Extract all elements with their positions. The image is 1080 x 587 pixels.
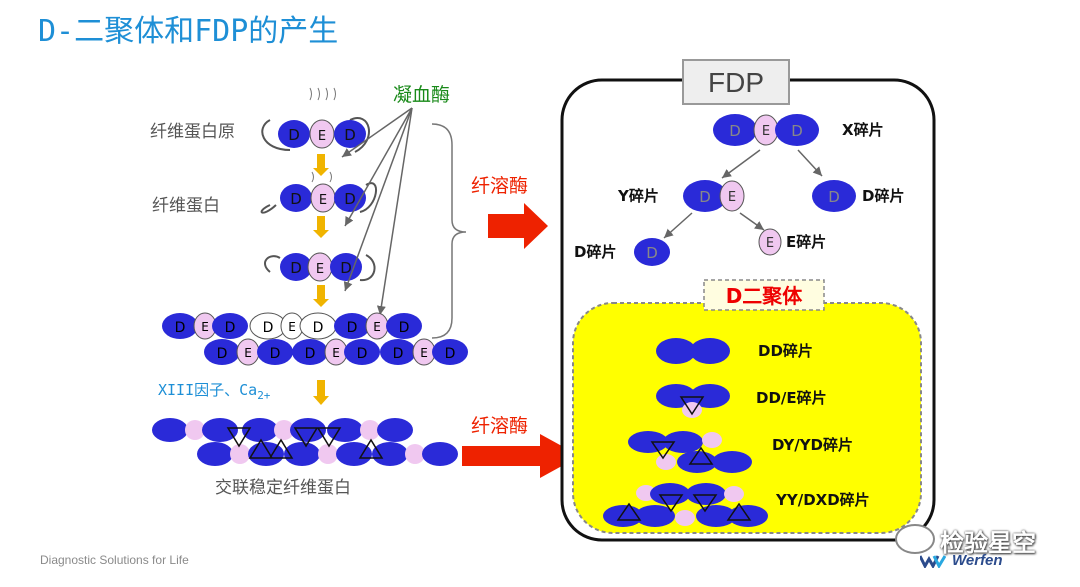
- e-fragment: [758, 228, 782, 256]
- d-fragment: [634, 238, 670, 266]
- brand-name: Werfen: [952, 552, 1003, 569]
- d-label: D: [340, 259, 352, 277]
- d-fragment: [812, 180, 856, 212]
- y-fragment: D E: [683, 180, 745, 212]
- d-label: D: [263, 320, 274, 336]
- plasmin-label: 纤溶酶: [471, 415, 528, 437]
- fibrinogen-molecule: D E D: [261, 87, 370, 153]
- e-label: E: [319, 193, 327, 208]
- dd-fragment: [656, 338, 730, 364]
- y-fragment-label: Y碎片: [617, 187, 659, 205]
- fibrin-polymer-row-2: D E D D E D D E D: [204, 338, 468, 366]
- d-label: D: [357, 346, 368, 362]
- d-label: D: [646, 244, 658, 262]
- d-label: D: [288, 126, 300, 144]
- plasmin-arrow: [488, 203, 548, 249]
- e-fragment-label: E碎片: [786, 233, 826, 251]
- d-label: D: [699, 188, 711, 206]
- fdp-label: FDP: [708, 67, 764, 98]
- down-arrow: [317, 154, 325, 168]
- fibrinogen-label: 纤维蛋白原: [150, 122, 235, 142]
- e-label: E: [728, 190, 736, 205]
- werfen-logo-icon: [920, 555, 946, 568]
- d-label: D: [344, 126, 356, 144]
- d-label: D: [313, 320, 324, 336]
- e-label: E: [420, 346, 428, 360]
- e-label: E: [201, 320, 209, 334]
- d-label: D: [175, 320, 186, 336]
- d-label: D: [270, 346, 281, 362]
- d-label: D: [344, 190, 356, 208]
- crosslinked-label: 交联稳定纤维蛋白: [215, 478, 351, 498]
- d-label: D: [347, 320, 358, 336]
- down-arrow: [317, 216, 325, 230]
- yy-dxd-fragment-label: YY/DXD碎片: [775, 491, 870, 509]
- dde-fragment: [656, 384, 730, 418]
- dd-fragment-label: DD碎片: [758, 342, 813, 360]
- dy-yd-fragment: [628, 431, 752, 473]
- dde-fragment-label: DD/E碎片: [756, 389, 827, 407]
- brace: [431, 123, 467, 339]
- page-title: D-二聚体和FDP的产生: [38, 14, 339, 49]
- d-label: D: [445, 346, 456, 362]
- d-label: D: [729, 122, 741, 140]
- yy-dxd-fragment: [603, 483, 768, 527]
- e-label: E: [318, 129, 326, 144]
- d-dimer-label: D二聚体: [726, 284, 804, 308]
- wechat-icon: [895, 524, 935, 554]
- plasmin-arrow: [462, 434, 580, 478]
- fibrin-molecule: D E D: [264, 252, 376, 282]
- d-label: D: [791, 122, 803, 140]
- d-label: D: [399, 320, 410, 336]
- fdp-label-box: [682, 59, 790, 105]
- d-label: D: [305, 346, 316, 362]
- fibrin-label: 纤维蛋白: [152, 196, 220, 216]
- thrombin-arrows: [341, 107, 413, 316]
- fibrin-molecule: D E D: [260, 171, 378, 214]
- thrombin-label: 凝血酶: [393, 84, 450, 106]
- d-label: D: [828, 188, 840, 206]
- e-label: E: [373, 320, 381, 334]
- down-arrow: [317, 380, 325, 396]
- e-label: E: [288, 320, 296, 334]
- factor-xiii-label: XIII因子、Ca2+: [158, 381, 271, 402]
- x-fragment-label: X碎片: [842, 121, 884, 139]
- d-fragment-label: D碎片: [574, 243, 616, 261]
- plasmin-label: 纤溶酶: [471, 175, 528, 197]
- fibrin-polymer-row-1: D E D D E D D E D: [162, 312, 422, 340]
- d-label: D: [290, 259, 302, 277]
- d-label: D: [393, 346, 404, 362]
- watermark: 检验星空: [940, 529, 1036, 557]
- footer-tagline: Diagnostic Solutions for Life: [40, 553, 189, 567]
- e-label: E: [244, 346, 252, 360]
- e-label: E: [332, 346, 340, 360]
- x-fragment: D E D: [713, 114, 819, 146]
- dy-yd-fragment-label: DY/YD碎片: [772, 436, 853, 454]
- e-label: E: [762, 124, 770, 139]
- d-dimer-label-box: [703, 279, 825, 311]
- d-label: D: [225, 320, 236, 336]
- e-label: E: [766, 236, 774, 251]
- d-fragment-label: D碎片: [862, 187, 904, 205]
- d-label: D: [290, 190, 302, 208]
- crosslinked-fibrin: [152, 418, 458, 466]
- down-arrow: [317, 285, 325, 299]
- d-label: D: [217, 346, 228, 362]
- e-label: E: [316, 262, 324, 277]
